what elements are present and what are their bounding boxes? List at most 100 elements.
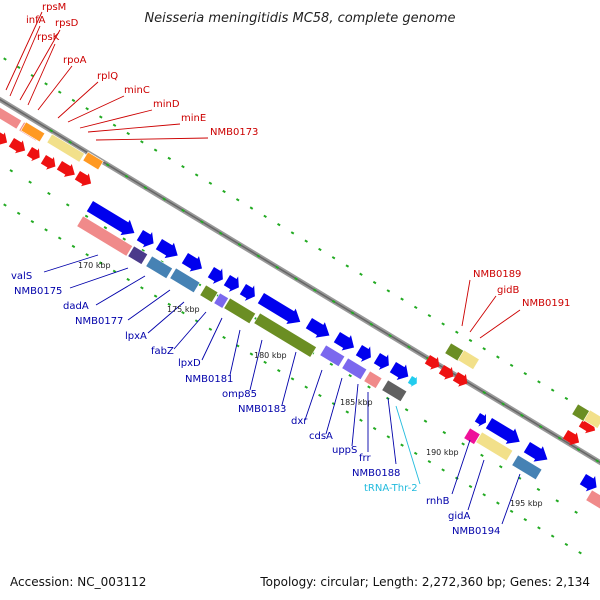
gene-label-gidA[interactable]: gidA	[448, 511, 470, 522]
gene-label-rpsD[interactable]: rpsD	[55, 18, 79, 29]
scale-label-185: 185 kbp	[340, 398, 373, 407]
leader-line	[249, 339, 263, 391]
upper-outer-tick	[331, 256, 336, 260]
upper-outer-tick	[427, 314, 432, 318]
lower-outer-tick	[400, 443, 404, 447]
lower-outer-tick	[386, 435, 391, 439]
lower-outer-tick	[468, 484, 473, 489]
gene-label-rpoA[interactable]: rpoA	[63, 55, 87, 66]
leader-line	[9, 25, 41, 97]
upper-outer-tick	[537, 380, 541, 384]
gene-label-rpsM[interactable]: rpsM	[42, 2, 66, 13]
gene-label-lpxA[interactable]: lpxA	[125, 331, 147, 342]
upper-outer-tick	[140, 140, 144, 144]
gene-box	[82, 151, 104, 171]
gene-label-fabZ[interactable]: fabZ	[151, 346, 174, 357]
upper-outer-tick	[564, 396, 569, 401]
lower-inner-tick	[329, 362, 334, 366]
upper-outer-tick	[496, 355, 500, 359]
lower-outer-tick	[99, 261, 103, 265]
lower-outer-tick	[359, 418, 363, 422]
gene-arrow	[407, 376, 417, 387]
upper-outer-tick	[372, 280, 377, 285]
gene-arrow	[181, 253, 203, 272]
gene-label-NMB0188[interactable]: NMB0188	[352, 468, 400, 479]
gene-label-minC[interactable]: minC	[124, 85, 150, 96]
gene-label-NMB0181[interactable]: NMB0181	[185, 374, 233, 385]
gene-label-minE[interactable]: minE	[181, 113, 206, 124]
gene-arrow	[155, 239, 178, 259]
upper-outer-tick	[359, 272, 363, 276]
lower-outer-tick	[413, 451, 418, 456]
upper-inner-tick	[162, 197, 167, 201]
gene-label-rpsK[interactable]: rpsK	[37, 32, 60, 43]
lower-inner-tick	[423, 419, 428, 423]
upper-inner-tick	[105, 163, 110, 167]
right-gene-labels: NMB0189 gidB NMB0191 rnhB gidA NMB0194	[426, 269, 570, 537]
upper-inner-tick	[501, 402, 505, 406]
lower-outer-tick	[372, 426, 377, 431]
gene-label-NMB0173[interactable]: NMB0173	[210, 127, 258, 138]
gene-label-gidB[interactable]: gidB	[497, 285, 519, 296]
gene-box	[319, 344, 346, 368]
upper-outer-tick	[126, 131, 131, 136]
gene-box	[223, 297, 257, 325]
lower-outer-tick	[427, 460, 432, 464]
upper-inner-tick	[256, 254, 261, 258]
gene-label-frr[interactable]: frr	[359, 453, 371, 464]
label-leader-lines	[5, 11, 521, 525]
gene-label-dadA[interactable]: dadA	[63, 301, 89, 312]
upper-outer-tick	[235, 198, 240, 202]
upper-outer-tick	[509, 363, 514, 367]
gene-label-cdsA[interactable]: cdsA	[309, 431, 333, 442]
upper-outer-tick	[181, 165, 185, 169]
lower-inner-tick	[141, 248, 145, 253]
scale-label-180: 180 kbp	[254, 351, 287, 360]
gene-label-rplQ[interactable]: rplQ	[97, 71, 118, 82]
gene-label-uppS[interactable]: uppS	[332, 445, 357, 456]
gene-arrow	[389, 362, 409, 380]
gene-label-rnhB[interactable]: rnhB	[426, 496, 450, 507]
lower-inner-tick	[367, 385, 371, 389]
gene-box	[463, 427, 481, 445]
upper-inner-tick	[237, 242, 242, 247]
lower-outer-tick	[304, 385, 309, 389]
gene-label-NMB0175[interactable]: NMB0175	[14, 286, 62, 297]
upper-outer-tick	[222, 189, 226, 194]
upper-outer-tick	[290, 231, 295, 235]
leader-line	[501, 473, 521, 525]
gene-label-lpxD[interactable]: lpxD	[178, 358, 201, 369]
gene-arrow	[136, 230, 154, 248]
gene-label-NMB0191[interactable]: NMB0191	[522, 298, 570, 309]
gene-label-infA[interactable]: infA	[26, 15, 46, 26]
gene-label-valS[interactable]: valS	[11, 271, 32, 282]
leader-line	[43, 254, 99, 273]
gene-box	[169, 267, 201, 294]
gene-label-omp85[interactable]: omp85	[222, 389, 257, 400]
upper-outer-tick	[44, 82, 48, 86]
leader-line	[37, 65, 73, 111]
gene-arrow	[40, 155, 56, 170]
gene-label-NMB0194[interactable]: NMB0194	[452, 526, 500, 537]
gene-label-tRNA-Thr-2[interactable]: tRNA-Thr-2	[364, 483, 418, 494]
gene-arrow	[438, 365, 454, 380]
lower-outer-tick	[523, 517, 528, 522]
scale-label-195: 195 kbp	[510, 499, 543, 508]
upper-outer-tick	[249, 206, 254, 210]
upper-inner-tick	[388, 334, 392, 338]
upper-inner-tick	[218, 231, 223, 235]
lower-outer-tick	[57, 236, 62, 240]
accession-text: Accession: NC_003112	[10, 575, 146, 589]
gene-arrow	[562, 430, 580, 446]
gene-label-NMB0183[interactable]: NMB0183	[238, 404, 286, 415]
upper-outer-tick	[550, 388, 555, 392]
upper-inner-tick	[350, 311, 355, 315]
gene-label-minD[interactable]: minD	[153, 99, 180, 110]
gene-label-dxr[interactable]: dxr	[291, 416, 308, 427]
gene-label-NMB0177[interactable]: NMB0177	[75, 316, 123, 327]
gene-label-NMB0189[interactable]: NMB0189	[473, 269, 521, 280]
lower-outer-tick	[222, 335, 226, 340]
upper-outer-tick	[85, 107, 89, 111]
